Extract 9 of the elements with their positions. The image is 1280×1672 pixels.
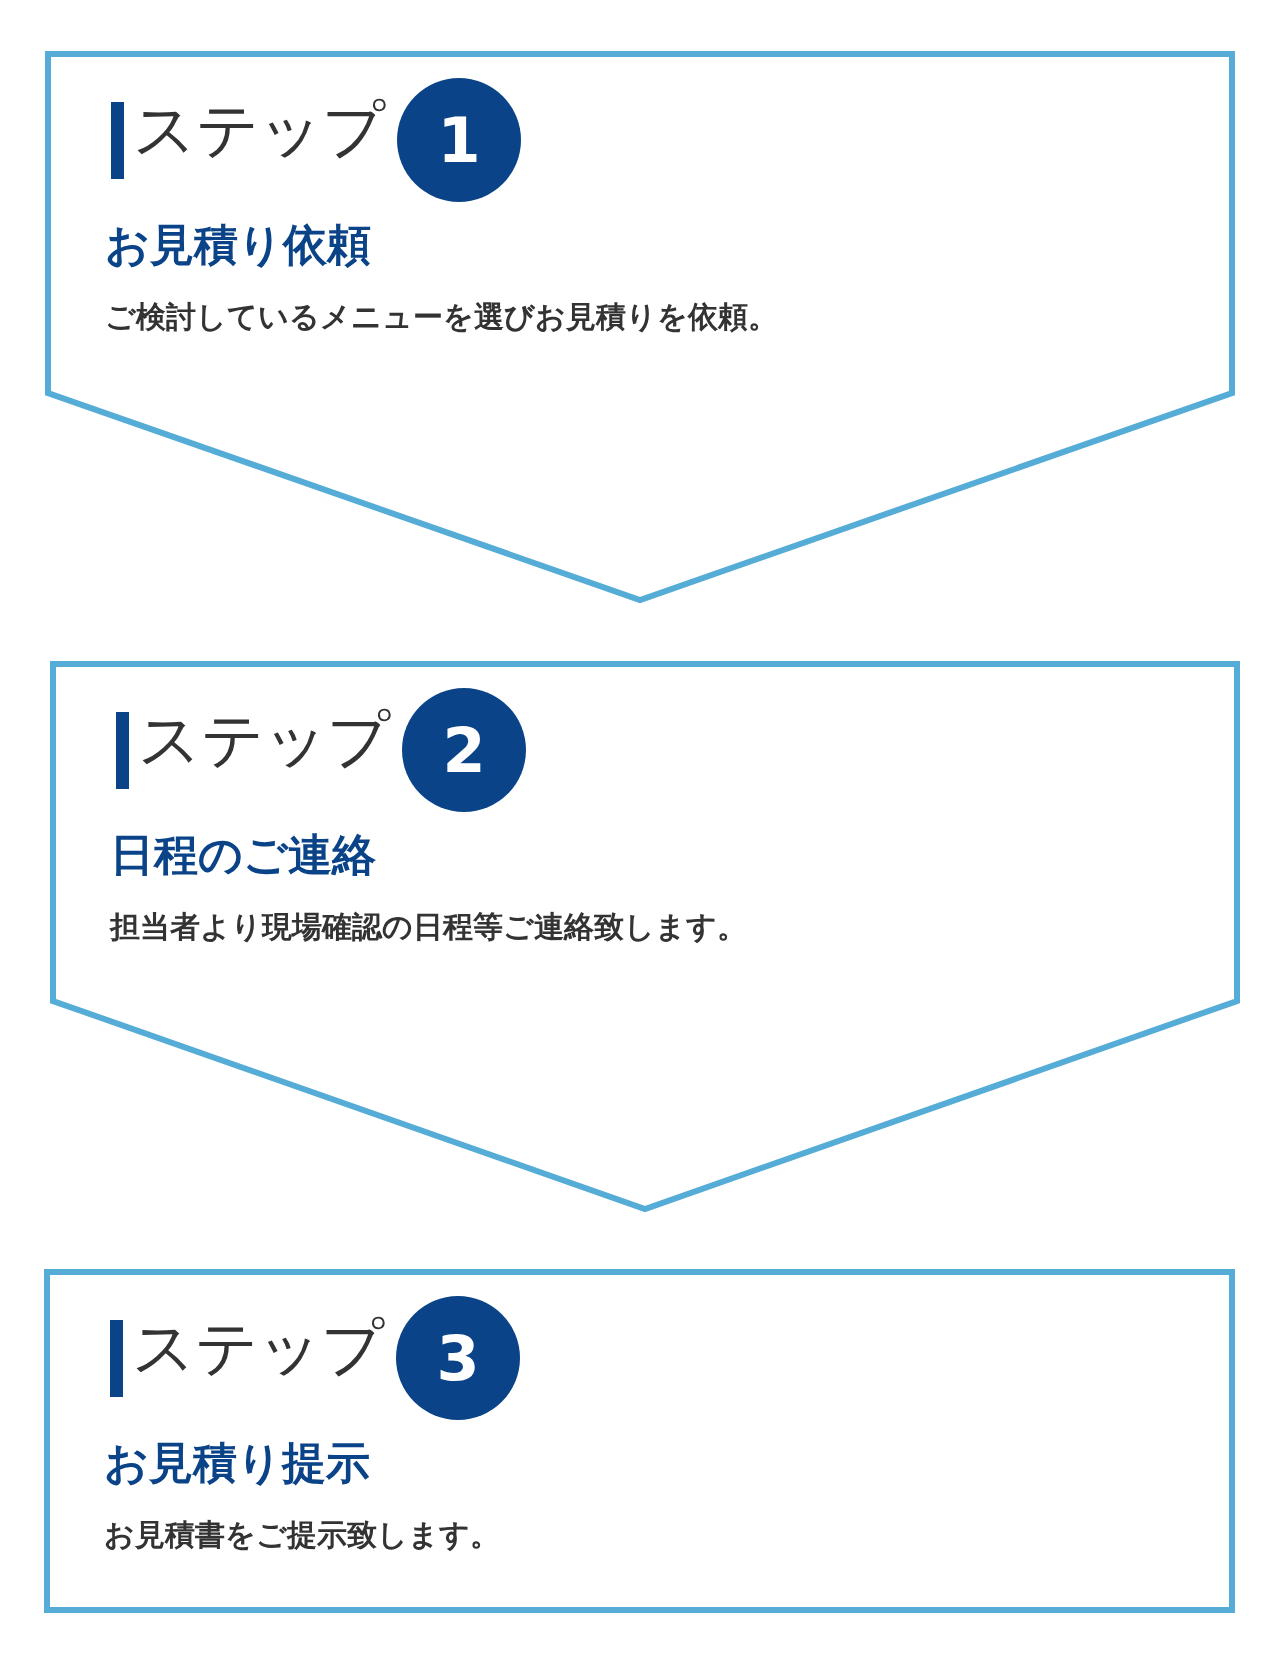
- step-description: お見積書をご提示致します。: [104, 1517, 500, 1553]
- step-description: 担当者より現場確認の日程等ご連絡致します。: [110, 909, 747, 945]
- step-description: ご検討しているメニューを選びお見積りを依頼。: [105, 299, 778, 335]
- step-title: お見積り依頼: [105, 219, 371, 272]
- step-label: ステップ: [132, 1311, 384, 1386]
- step-label: ステップ: [138, 703, 390, 778]
- step-label: ステップ: [133, 93, 385, 168]
- step-title: お見積り提示: [104, 1437, 370, 1490]
- step-title: 日程のご連絡: [110, 829, 376, 882]
